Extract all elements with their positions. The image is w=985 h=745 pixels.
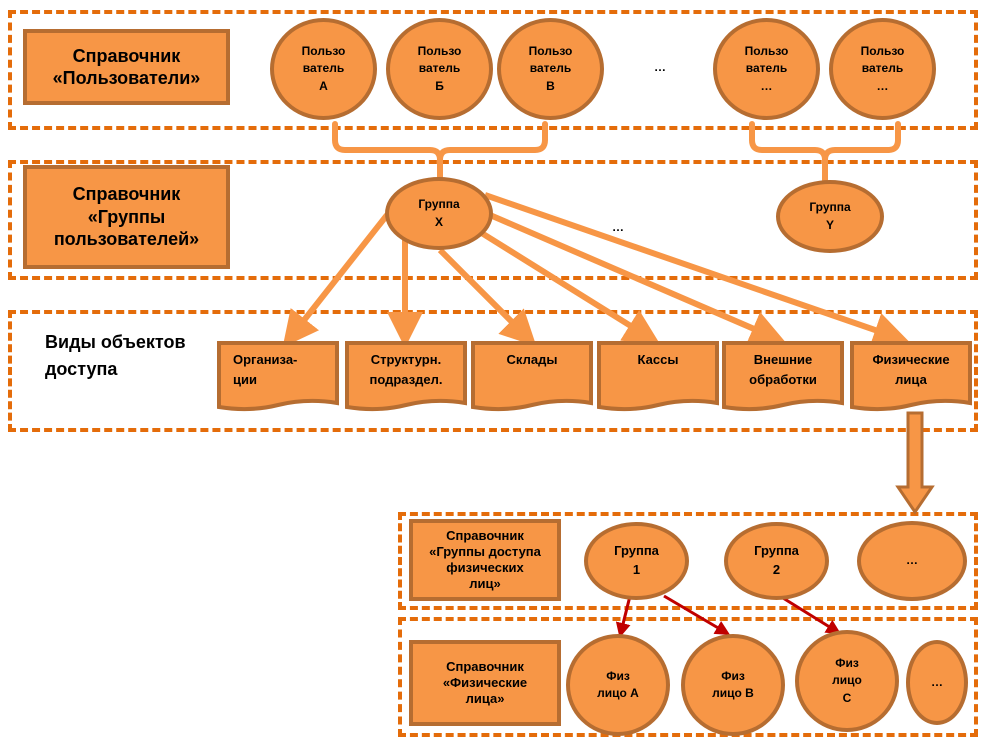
- object-label-warehouses[interactable]: Склады: [506, 352, 558, 367]
- arrow-group-x-to-cash-desks: [478, 229, 661, 345]
- user-node-b[interactable]: Пользо ватель Б: [386, 18, 493, 120]
- object-label-organizations[interactable]: Организа- ции: [233, 352, 298, 387]
- red-arrow-group1-to-person-a: [615, 595, 632, 638]
- person-node-a[interactable]: Физ лицо А: [566, 634, 670, 736]
- access-objects-panel: [8, 310, 978, 432]
- user-node-a[interactable]: Пользо ватель А: [270, 18, 377, 120]
- object-label-persons[interactable]: Физические лица: [872, 352, 950, 387]
- access-groups-panel: [398, 512, 978, 610]
- arrow-group-x-to-warehouses: [437, 247, 537, 347]
- access-group-node-more[interactable]: …: [857, 521, 967, 601]
- users-panel: [8, 10, 978, 130]
- arrow-group-x-to-external-processing: [488, 212, 787, 346]
- brace-users-to-group-x: [332, 121, 548, 181]
- access-group-node-1[interactable]: Группа 1: [584, 522, 689, 600]
- object-shape-departments: [345, 341, 467, 412]
- groups-ellipsis: …: [612, 220, 624, 234]
- down-arrow-to-access-groups: [895, 411, 935, 515]
- persons-panel: [398, 617, 978, 737]
- users-catalog-title: Справочник «Пользователи»: [23, 29, 230, 105]
- user-node-more-1[interactable]: Пользо ватель …: [713, 18, 820, 120]
- access-objects-title: Виды объектов доступа: [45, 332, 186, 379]
- red-arrow-group1-to-person-b: [663, 594, 731, 636]
- object-shapes: [217, 341, 972, 412]
- object-shape-warehouses: [471, 341, 593, 412]
- person-node-b[interactable]: Физ лицо В: [681, 634, 785, 736]
- user-node-more-2[interactable]: Пользо ватель …: [829, 18, 936, 120]
- user-groups-catalog-title: Справочник «Группы пользователей»: [23, 165, 230, 269]
- object-label-external-processing[interactable]: Внешние обработки: [749, 352, 817, 387]
- red-arrow-group2-to-person-c: [782, 596, 842, 635]
- arrow-group-x-to-organizations: [282, 213, 390, 348]
- arrow-group-x-to-persons: [484, 192, 910, 348]
- users-ellipsis: …: [654, 60, 666, 74]
- persons-catalog-title: Справочник «Физические лица»: [409, 640, 561, 726]
- access-group-node-2[interactable]: Группа 2: [724, 522, 829, 600]
- object-shape-organizations: [217, 341, 339, 412]
- object-shape-cash-desks: [597, 341, 719, 412]
- object-shape-external-processing: [722, 341, 844, 412]
- object-label-cash-desks[interactable]: Кассы: [637, 352, 679, 367]
- person-node-more[interactable]: …: [906, 640, 968, 725]
- group-node-x[interactable]: Группа X: [385, 177, 493, 250]
- object-shape-persons: [850, 341, 972, 412]
- object-label-departments[interactable]: Структурн. подраздел.: [369, 352, 443, 387]
- brace-users-to-group-y: [749, 121, 901, 183]
- access-groups-catalog-title: Справочник «Группы доступа физических ли…: [409, 519, 561, 601]
- user-groups-panel: [8, 160, 978, 280]
- user-node-v[interactable]: Пользо ватель В: [497, 18, 604, 120]
- person-node-c[interactable]: Физ лицо С: [795, 630, 899, 732]
- group-node-y[interactable]: Группа Y: [776, 180, 884, 253]
